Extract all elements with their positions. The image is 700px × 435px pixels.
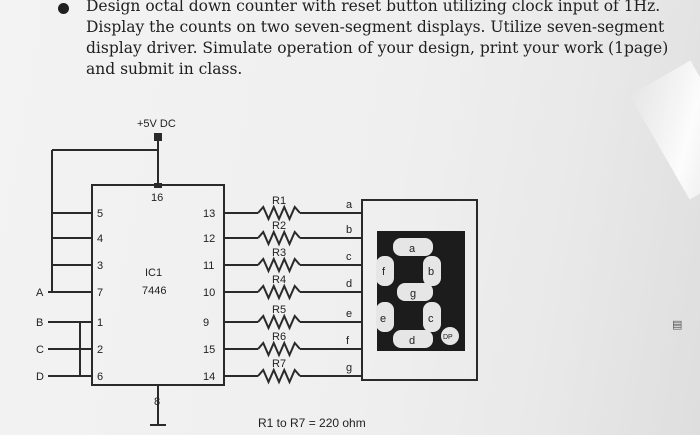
pin-left-3: 3 [97, 260, 103, 272]
ic-part: 7446 [142, 285, 166, 297]
seg-label-f: f [382, 266, 386, 278]
segment-dp [441, 327, 459, 345]
resistor-r1 [257, 204, 301, 222]
seg-label-b: b [428, 266, 434, 278]
resistor-note: R1 to R7 = 220 ohm [258, 416, 366, 430]
resistor-label-r7: R7 [272, 358, 286, 370]
resistor-label-r3: R3 [272, 247, 286, 259]
resistor-r7 [257, 367, 301, 385]
pin-left-7: 7 [97, 287, 103, 299]
input-label-a: A [36, 287, 44, 299]
line-label-a: a [346, 199, 353, 211]
pin-left-4: 4 [97, 233, 103, 245]
pin-left-1: 1 [97, 317, 103, 329]
pin-right-11: 11 [203, 260, 214, 272]
line-label-g: g [346, 362, 352, 374]
seg-label-dp: DP [443, 334, 453, 341]
sidebar-toggle-icon[interactable]: ▤ [672, 318, 683, 331]
segment-a [393, 238, 433, 256]
bullet-dot [58, 3, 69, 14]
resistor-label-r5: R5 [272, 304, 286, 316]
seg-label-e: e [380, 313, 386, 325]
line-label-c: c [346, 251, 352, 263]
resistor-r6 [257, 340, 301, 358]
display-frame [361, 199, 478, 381]
resistor-label-r4: R4 [272, 274, 286, 286]
seg-label-g: g [410, 288, 416, 300]
seg-label-c: c [428, 313, 434, 325]
resistor-r3 [257, 256, 301, 274]
resistor-r5 [257, 313, 301, 331]
pin-top: 16 [151, 192, 163, 204]
line-label-e: e [346, 308, 352, 320]
segment-f [376, 256, 394, 286]
line-label-b: b [346, 224, 352, 236]
pin-bottom: 8 [154, 396, 160, 408]
pin-right-14: 14 [203, 371, 215, 383]
line-label-d: d [346, 278, 352, 290]
pin-left-2: 2 [97, 344, 103, 356]
segment-c [423, 302, 441, 332]
resistor-label-r1: R1 [272, 195, 286, 207]
segment-g [397, 283, 433, 301]
resistor-r2 [257, 229, 301, 247]
pin-right-15: 15 [203, 344, 215, 356]
pin-left-5: 5 [97, 208, 103, 220]
pin-right-9: 9 [203, 317, 209, 329]
supply-label: +5V DC [137, 118, 176, 130]
seg-label-d: d [409, 335, 415, 347]
input-label-d: D [36, 371, 44, 383]
segment-d [393, 330, 433, 348]
resistor-label-r6: R6 [272, 331, 286, 343]
supply-terminal [154, 133, 162, 141]
ic-name: IC1 [145, 267, 162, 279]
pin-right-12: 12 [203, 233, 215, 245]
resistor-label-r2: R2 [272, 220, 286, 232]
pin-left-6: 6 [97, 371, 103, 383]
task-text: Design octal down counter with reset but… [86, 0, 669, 78]
resistor-r4 [257, 283, 301, 301]
input-label-c: C [36, 344, 44, 356]
segment-b [423, 256, 441, 286]
segment-e [376, 302, 394, 332]
pin-right-13: 13 [203, 208, 215, 220]
input-label-b: B [36, 317, 43, 329]
line-label-f: f [346, 335, 350, 347]
pin-right-10: 10 [203, 287, 215, 299]
seg-label-a: a [409, 243, 416, 255]
